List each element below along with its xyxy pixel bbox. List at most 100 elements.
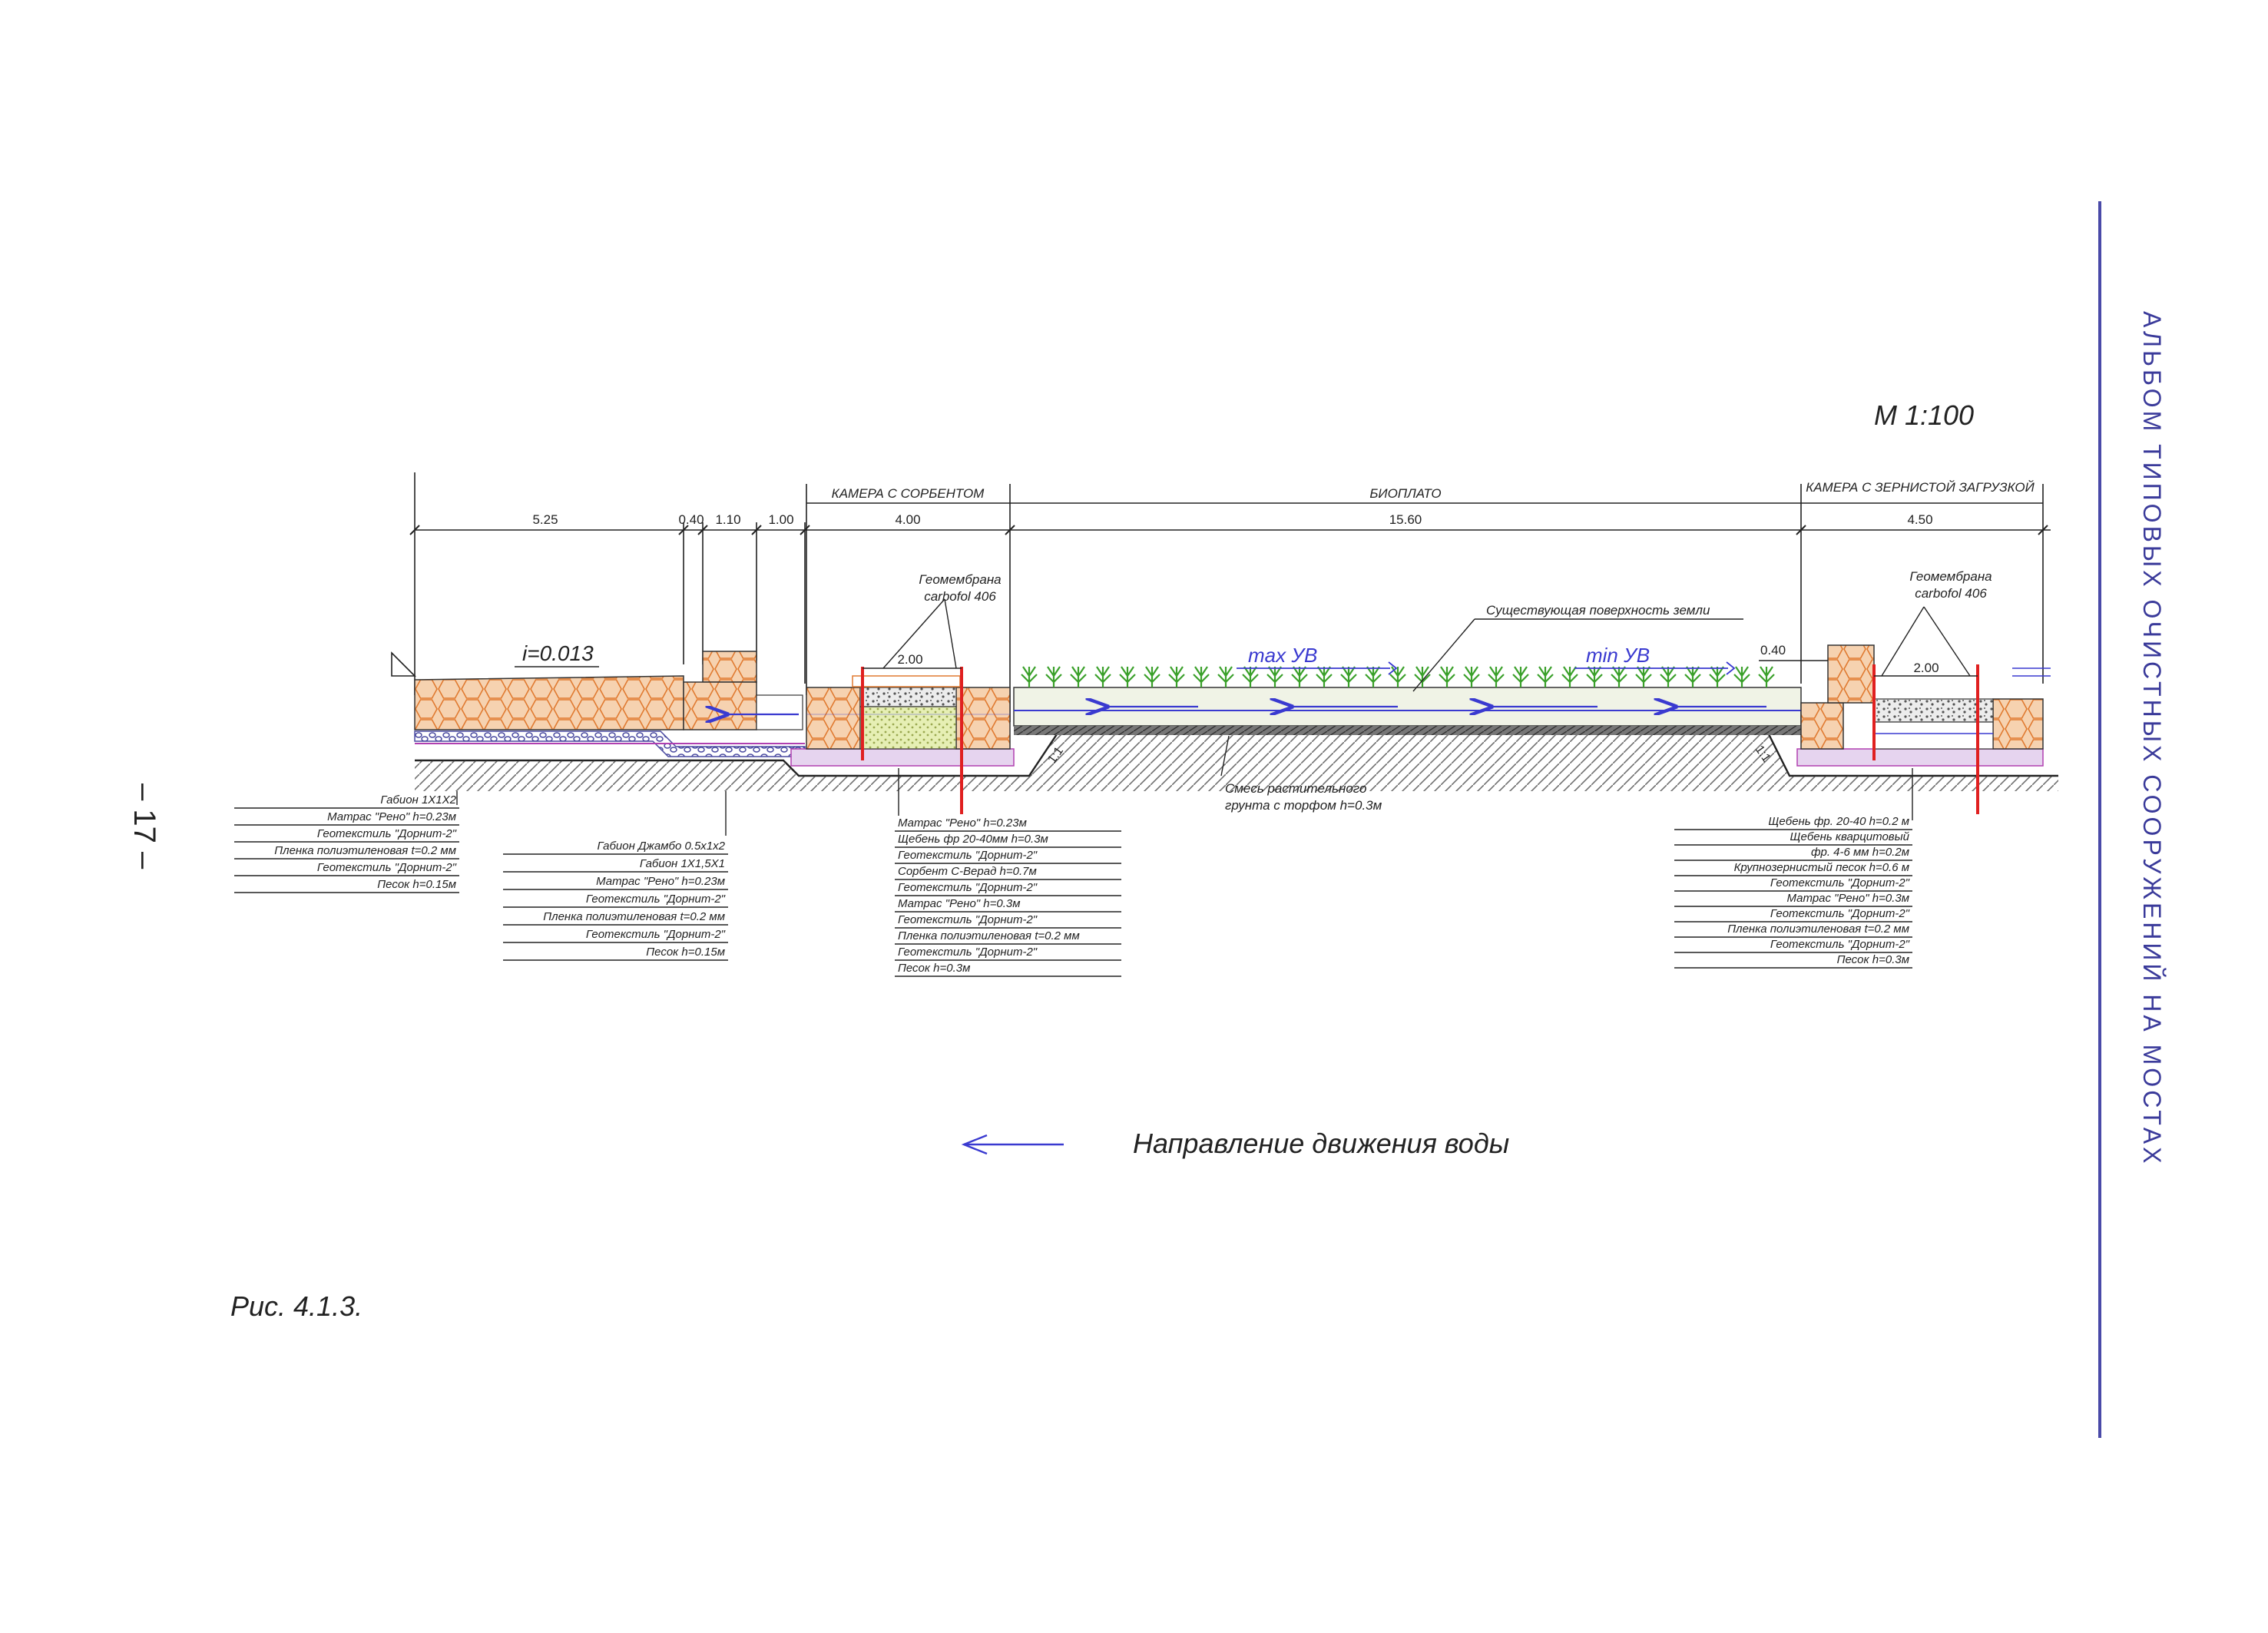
legend-row: Габион 1Х1Х2 xyxy=(380,793,456,807)
legend-row: Геотекстиль "Дорнит-2" xyxy=(586,928,726,941)
bioplato-bed xyxy=(1013,687,1802,735)
dim-label: 1.00 xyxy=(768,512,793,527)
flow-direction-label: Направление движения воды xyxy=(1133,1128,1510,1159)
legend-row: Пленка полиэтиленовая t=0.2 мм xyxy=(1727,922,1909,936)
album-title: АЛЬБОМ ТИПОВЫХ ОЧИСТНЫХ СООРУЖЕНИЙ НА МО… xyxy=(2138,311,2166,1167)
plant-mark xyxy=(1094,666,1111,687)
geomembrane-left-callout: Геомембрана carbofol 406 xyxy=(882,572,1002,669)
plant-mark xyxy=(1242,666,1259,687)
plant-mark xyxy=(1709,666,1726,687)
plant-mark xyxy=(1414,666,1431,687)
plant-mark xyxy=(1340,666,1357,687)
plant-mark xyxy=(1119,666,1136,687)
side-rule xyxy=(2098,201,2101,1438)
legend-row: Геотекстиль "Дорнит-2" xyxy=(586,893,726,906)
existing-surface-label: Существующая поверхность земли xyxy=(1486,603,1710,618)
soil-mix-callout: Смесь растительного грунта с торфом h=0.… xyxy=(1220,735,1382,813)
section-bioplato: БИОПЛАТО xyxy=(1369,486,1441,501)
legend-row: Геотекстиль "Дорнит-2" xyxy=(317,861,457,874)
legend-row: Габион Джамбо 0.5х1х2 xyxy=(597,840,725,853)
legend-row: Пленка полиэтиленовая t=0.2 мм xyxy=(543,910,725,923)
geomembrane-left-line2: carbofol 406 xyxy=(924,589,996,604)
legend-row: Геотекстиль "Дорнит-2" xyxy=(1770,876,1910,889)
page-number: – 17 – xyxy=(127,783,161,869)
section-labels: КАМЕРА С СОРБЕНТОМ БИОПЛАТО КАМЕРА С ЗЕР… xyxy=(832,479,2035,501)
legend-row: Песок h=0.3м xyxy=(898,962,970,975)
ledge-dim: 0.40 xyxy=(1760,643,1786,658)
dim-label: 4.50 xyxy=(1907,512,1932,527)
legend-row: Матрас "Рено" h=0.23м xyxy=(596,875,725,888)
outlet-gabion xyxy=(414,651,806,757)
legend-row: Щебень кварцитовый xyxy=(1790,830,1909,843)
soil-mix-line1: Смесь растительного xyxy=(1225,781,1366,796)
plant-mark xyxy=(1586,666,1603,687)
legend-row: Матрас "Рено" h=0.23м xyxy=(327,810,456,823)
granular-chamber xyxy=(1796,644,2051,814)
legend-row: Геотекстиль "Дорнит-2" xyxy=(898,849,1038,862)
soil-mix-line2: грунта с торфом h=0.3м xyxy=(1225,798,1382,813)
legend-row: Щебень фр 20-40мм h=0.3м xyxy=(898,833,1048,846)
legend-row: Матрас "Рено" h=0.3м xyxy=(1786,892,1909,905)
plant-mark xyxy=(1611,666,1627,687)
legend-row: Геотекстиль "Дорнит-2" xyxy=(1770,907,1910,920)
section-sorbent: КАМЕРА С СОРБЕНТОМ xyxy=(832,486,985,501)
legend-row: Геотекстиль "Дорнит-2" xyxy=(898,913,1038,926)
max-water-level: max УВ xyxy=(1248,644,1317,667)
legend-row: Матрас "Рено" h=0.3м xyxy=(898,897,1021,910)
legend-row: фр. 4-6 мм h=0.2м xyxy=(1811,846,1909,859)
legend-row: Песок h=0.15м xyxy=(646,946,725,959)
legend-row: Песок h=0.3м xyxy=(1837,953,1909,966)
legend-row: Песок h=0.15м xyxy=(377,878,456,891)
plant-mark xyxy=(1144,666,1160,687)
geomembrane-right-callout: Геомембрана carbofol 406 xyxy=(1881,569,1992,677)
plant-mark xyxy=(1488,666,1505,687)
plant-mark xyxy=(1733,666,1750,687)
flow-direction-arrow xyxy=(961,1134,1064,1155)
scale-label: М 1:100 xyxy=(1874,399,1975,431)
legend-table-4: Щебень фр. 20-40 h=0.2 м Щебень кварцитов… xyxy=(1674,815,1912,969)
plant-mark xyxy=(1684,666,1701,687)
dimension-chain xyxy=(414,472,2051,722)
plant-mark xyxy=(1021,666,1038,687)
geomembrane-left-line1: Геомембрана xyxy=(919,572,1001,587)
plant-mark xyxy=(1168,666,1185,687)
legend-row: Геотекстиль "Дорнит-2" xyxy=(898,881,1038,894)
geomembrane-right-line2: carbofol 406 xyxy=(1915,586,1987,601)
plant-mark xyxy=(1316,666,1333,687)
plant-mark xyxy=(1070,666,1087,687)
dim-label: 15.60 xyxy=(1389,512,1422,527)
dim-label: 4.00 xyxy=(895,512,920,527)
plant-mark xyxy=(1266,666,1283,687)
plant-mark xyxy=(1291,666,1308,687)
section-granular: КАМЕРА С ЗЕРНИСТОЙ ЗАГРУЗКОЙ xyxy=(1806,479,2035,495)
plant-mark xyxy=(1758,666,1775,687)
dim-label: 0.40 xyxy=(678,512,704,527)
legend-row: Пленка полиэтиленовая t=0.2 мм xyxy=(274,844,456,857)
dimension-ticks xyxy=(409,525,2048,535)
legend-row: Щебень фр. 20-40 h=0.2 м xyxy=(1768,815,1909,828)
legend-row: Крупнозернистый песок h=0.6 м xyxy=(1734,861,1909,874)
legend-row: Геотекстиль "Дорнит-2" xyxy=(1770,938,1910,951)
plant-mark xyxy=(1635,666,1652,687)
plant-mark xyxy=(1193,666,1210,687)
figure-caption: Рис. 4.1.3. xyxy=(230,1290,363,1322)
plant-mark xyxy=(1045,666,1062,687)
existing-surface-callout: Существующая поверхность земли xyxy=(1412,603,1743,692)
plant-mark xyxy=(1439,666,1455,687)
plant-mark xyxy=(1512,666,1529,687)
legend-row: Матрас "Рено" h=0.23м xyxy=(898,816,1027,830)
plant-mark xyxy=(1389,666,1406,687)
dim-label: 1.10 xyxy=(715,512,740,527)
dim-label: 5.25 xyxy=(532,512,558,527)
bioplato-plants xyxy=(1021,666,1775,687)
water-level-marks xyxy=(1237,661,1736,675)
geomembrane-right-line1: Геомембрана xyxy=(1909,569,1992,584)
plant-mark xyxy=(1537,666,1554,687)
slope-label: i=0.013 xyxy=(522,641,594,665)
legend-row: Пленка полиэтиленовая t=0.2 мм xyxy=(898,929,1080,942)
inner-dim-left: 2.00 xyxy=(897,652,922,667)
